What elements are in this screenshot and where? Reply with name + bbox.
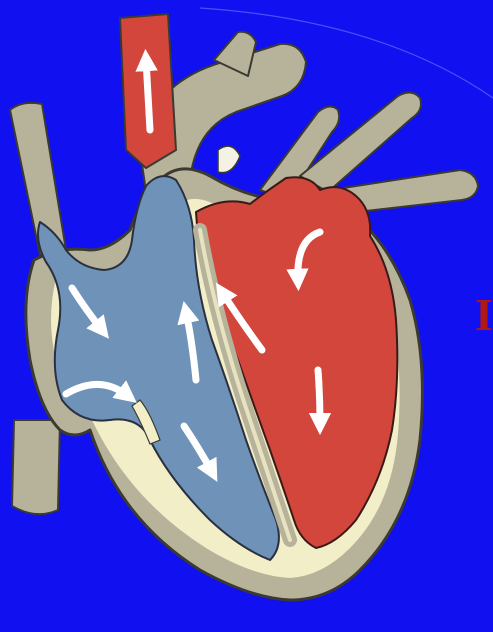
edge-text: I: [475, 292, 493, 338]
aorta-up-arrow: [146, 60, 150, 130]
aortic-valve: [218, 146, 240, 173]
left-ventricle-down-arrow: [318, 370, 320, 424]
inferior-vena-cava: [12, 420, 60, 514]
